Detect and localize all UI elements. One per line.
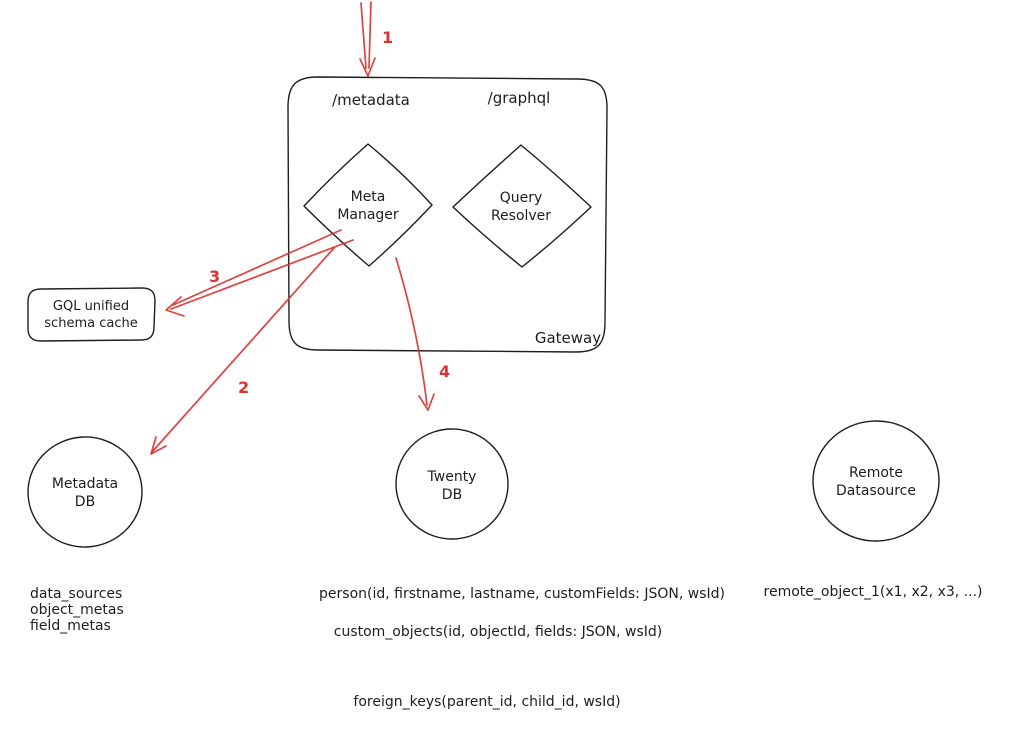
metadata-db-label-line1: Metadata <box>52 476 118 492</box>
schema-cache-box <box>27 287 156 342</box>
meta-manager-label-line2: Manager <box>337 207 399 223</box>
twenty-db-table-1: person(id, firstname, lastname, customFi… <box>319 586 725 602</box>
arrow-1-label: 1 <box>382 28 393 47</box>
twenty-db-label-line2: DB <box>442 487 462 503</box>
arrow-1-line-b <box>368 1 372 69</box>
arrow-1 <box>359 1 376 77</box>
remote-datasource-label-line2: Datasource <box>836 483 916 499</box>
arrow-3 <box>165 229 354 317</box>
arrow-3-head <box>165 296 185 317</box>
twenty-db-circle <box>395 428 509 540</box>
arrow-3-line-a <box>170 239 354 310</box>
query-resolver-diamond <box>452 144 592 268</box>
schema-cache-label-line1: GQL unified <box>53 299 129 314</box>
twenty-db-label-line1: Twenty <box>427 469 477 485</box>
metadata-db-table-3: field_metas <box>30 618 111 634</box>
remote-datasource-circle <box>812 420 940 542</box>
arrow-2-label: 2 <box>238 378 249 397</box>
arrow-2-head <box>150 436 167 455</box>
arrow-2-line <box>151 247 335 453</box>
gateway-label: Gateway <box>535 329 601 347</box>
twenty-db-table-3: foreign_keys(parent_id, child_id, wsId) <box>353 694 620 710</box>
query-resolver-label-line2: Resolver <box>491 208 551 224</box>
arrow-2 <box>150 247 335 455</box>
arrow-3-label: 3 <box>209 267 220 286</box>
meta-manager-label-line1: Meta <box>351 189 386 205</box>
meta-manager-diamond <box>303 143 433 267</box>
arrow-3-line-b <box>172 229 342 306</box>
arrow-4-label: 4 <box>439 362 450 381</box>
metadata-db-label-line2: DB <box>75 494 95 510</box>
twenty-db-table-2: custom_objects(id, objectId, fields: JSO… <box>334 624 663 640</box>
query-resolver-label-line1: Query <box>500 190 543 206</box>
endpoint-graphql-label: /graphql <box>488 89 551 107</box>
arrow-4-line <box>395 257 428 406</box>
arrow-4 <box>395 257 435 411</box>
metadata-db-table-2: object_metas <box>30 602 124 618</box>
gateway-box <box>287 76 608 353</box>
remote-datasource-label-line1: Remote <box>849 465 903 481</box>
metadata-db-circle <box>27 436 143 548</box>
remote-datasource-table-1: remote_object_1(x1, x2, x3, ...) <box>764 584 983 600</box>
schema-cache-label-line2: schema cache <box>44 316 137 331</box>
arrow-4-head <box>418 393 435 411</box>
metadata-db-table-1: data_sources <box>30 586 122 602</box>
arrow-1-line-a <box>360 2 367 69</box>
arrow-1-head <box>359 57 376 77</box>
endpoint-metadata-label: /metadata <box>332 91 410 109</box>
